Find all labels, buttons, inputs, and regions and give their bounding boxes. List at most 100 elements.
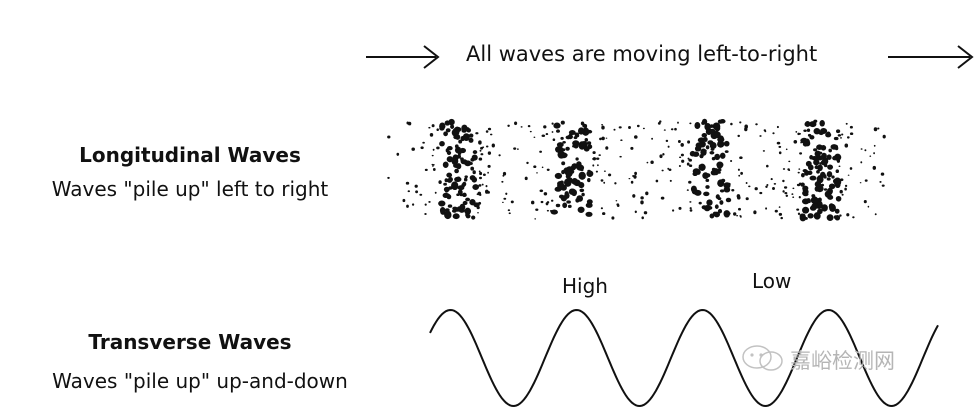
- wave-particle: [819, 162, 823, 165]
- wave-particle: [450, 124, 455, 129]
- wave-particle: [689, 164, 693, 168]
- wave-particle: [597, 164, 599, 167]
- wave-particle: [581, 192, 585, 197]
- wave-particle: [834, 146, 839, 151]
- wave-particle: [688, 158, 692, 162]
- wave-particle: [527, 124, 531, 128]
- wave-particle: [566, 166, 573, 172]
- wave-particle: [728, 212, 731, 215]
- wave-particle: [715, 194, 720, 200]
- wave-particle: [539, 150, 542, 153]
- wave-particle: [444, 210, 452, 220]
- wave-particle: [688, 180, 692, 184]
- wave-particle: [584, 138, 589, 142]
- wave-particle: [860, 161, 863, 164]
- wave-particle: [810, 196, 819, 204]
- wave-particle: [513, 147, 517, 150]
- wave-particle: [860, 148, 863, 150]
- wave-particle: [524, 176, 528, 181]
- wave-particle: [826, 171, 833, 178]
- wave-particle: [485, 130, 489, 133]
- wave-particle: [459, 147, 467, 154]
- wave-particle: [667, 167, 670, 170]
- wave-particle: [445, 128, 451, 133]
- wave-particle: [694, 145, 702, 152]
- wave-particle: [874, 213, 877, 216]
- wave-particle: [487, 151, 492, 155]
- wave-particle: [723, 140, 730, 147]
- wave-particle: [737, 195, 741, 200]
- wave-particle: [719, 152, 726, 159]
- wave-particle: [766, 164, 769, 168]
- wave-particle: [834, 215, 841, 221]
- wave-particle: [807, 200, 811, 204]
- wave-particle: [701, 133, 708, 138]
- wave-particle: [669, 179, 672, 182]
- wave-particle: [599, 137, 602, 141]
- wave-particle: [477, 212, 479, 214]
- wave-particle: [846, 213, 850, 217]
- wave-particle: [592, 164, 595, 167]
- wave-particle: [778, 212, 783, 216]
- wave-particle: [487, 164, 491, 168]
- wave-particle: [630, 180, 634, 184]
- wave-particle: [737, 168, 740, 171]
- wave-particle: [533, 165, 537, 168]
- wave-particle: [469, 199, 476, 206]
- wave-particle: [560, 136, 564, 140]
- wave-particle: [801, 198, 810, 205]
- wave-particle: [468, 133, 474, 138]
- wave-particle: [543, 192, 548, 196]
- wave-particle: [817, 197, 822, 202]
- wave-particle: [819, 120, 825, 127]
- wave-particle: [446, 172, 453, 178]
- wave-particle: [602, 212, 606, 216]
- wave-particle: [659, 120, 662, 123]
- wave-particle: [763, 129, 766, 132]
- wave-particle: [478, 140, 482, 145]
- wave-particle: [801, 172, 805, 178]
- wave-particle: [485, 184, 488, 188]
- wave-particle: [567, 204, 572, 208]
- wave-particle: [428, 200, 431, 203]
- wave-particle: [628, 177, 631, 180]
- wave-particle: [754, 187, 758, 191]
- wave-particle: [826, 154, 832, 160]
- wave-particle: [583, 146, 590, 152]
- wave-particle: [603, 170, 606, 172]
- wave-particle: [738, 174, 741, 177]
- wave-particle: [668, 168, 672, 171]
- wave-particle: [784, 192, 788, 195]
- wave-particle: [723, 210, 731, 218]
- wave-particle: [827, 194, 834, 200]
- wave-particle: [813, 212, 821, 220]
- wave-particle: [640, 200, 644, 205]
- wave-particle: [472, 184, 480, 191]
- wave-particle: [793, 139, 798, 144]
- wave-particle: [480, 146, 484, 150]
- wave-particle: [600, 179, 604, 182]
- wave-particle: [460, 159, 468, 165]
- wave-particle: [797, 132, 800, 136]
- wave-particle: [491, 143, 495, 148]
- wave-particle: [778, 145, 782, 148]
- wave-particle: [680, 142, 684, 147]
- wave-particle: [432, 165, 434, 167]
- wave-particle: [464, 175, 468, 179]
- wave-particle: [717, 179, 725, 188]
- wave-particle: [863, 199, 867, 204]
- wave-particle: [478, 157, 483, 161]
- wave-particle: [422, 141, 425, 144]
- wave-particle: [636, 124, 640, 128]
- wave-particle: [661, 169, 664, 172]
- wave-particle: [825, 132, 832, 138]
- wave-particle: [828, 183, 836, 190]
- wave-particle: [447, 204, 453, 208]
- wave-particle: [634, 210, 637, 214]
- wave-particle: [852, 216, 855, 219]
- wave-particle: [813, 148, 818, 152]
- wave-particle: [585, 202, 593, 208]
- wave-particle: [535, 208, 539, 211]
- wave-particle: [826, 177, 831, 181]
- wave-particle: [502, 171, 507, 176]
